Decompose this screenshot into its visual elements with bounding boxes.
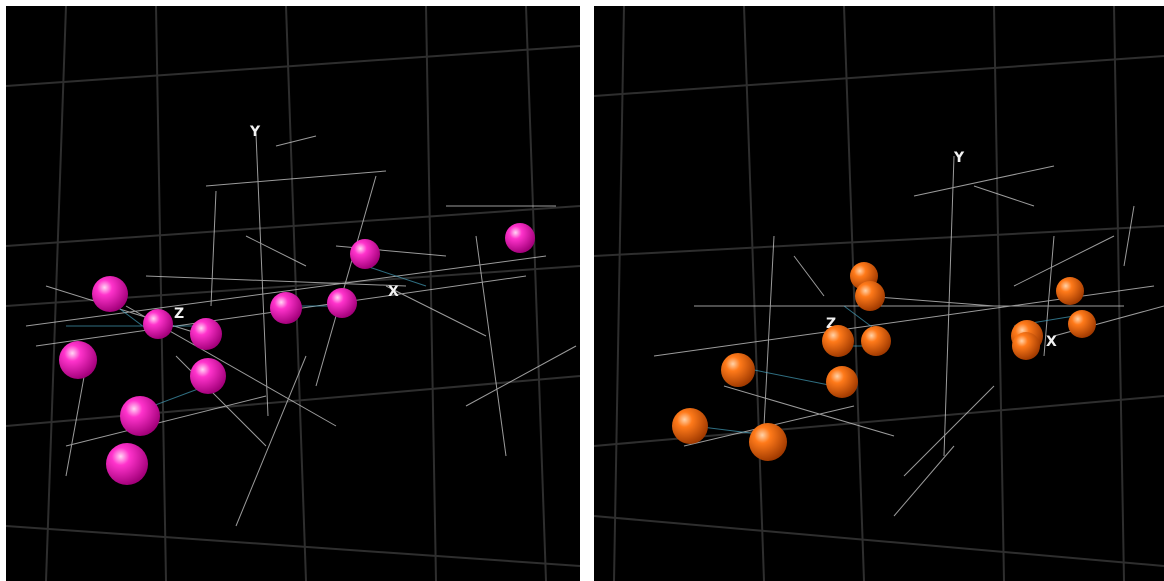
background-grid-right [594, 6, 1164, 581]
scene-right: Y Z X [594, 6, 1164, 581]
molecule-view-right[interactable]: Y Z X [594, 6, 1164, 581]
atom-sphere [92, 276, 128, 312]
atom-sphere [120, 396, 160, 436]
atom-spheres-right [672, 262, 1096, 461]
atom-sphere [143, 309, 173, 339]
y-axis-label: Y [953, 150, 965, 166]
atom-sphere [327, 288, 357, 318]
atom-spheres-left [59, 223, 535, 485]
atom-sphere [505, 223, 535, 253]
atom-sphere [190, 318, 222, 350]
atom-sphere [270, 292, 302, 324]
atom-sphere [106, 443, 148, 485]
atom-sphere [1056, 277, 1084, 305]
atom-sphere [721, 353, 755, 387]
scene-left: Y Z X [6, 6, 580, 581]
z-axis-label: Z [826, 316, 836, 332]
atom-sphere [1068, 310, 1096, 338]
atom-sphere [59, 341, 97, 379]
atom-sphere [350, 239, 380, 269]
background-grid-left [6, 6, 580, 581]
atom-sphere [855, 281, 885, 311]
atom-sphere [861, 326, 891, 356]
x-axis-label: X [388, 284, 399, 300]
z-axis-label: Z [174, 306, 184, 322]
atom-sphere [826, 366, 858, 398]
molecule-view-left[interactable]: Y Z X [6, 6, 580, 581]
atom-sphere [1012, 332, 1040, 360]
x-axis-label: X [1046, 334, 1057, 350]
atom-sphere [749, 423, 787, 461]
atom-sphere [190, 358, 226, 394]
atom-sphere [672, 408, 708, 444]
atom-sphere [822, 325, 854, 357]
y-axis-label: Y [249, 124, 261, 140]
